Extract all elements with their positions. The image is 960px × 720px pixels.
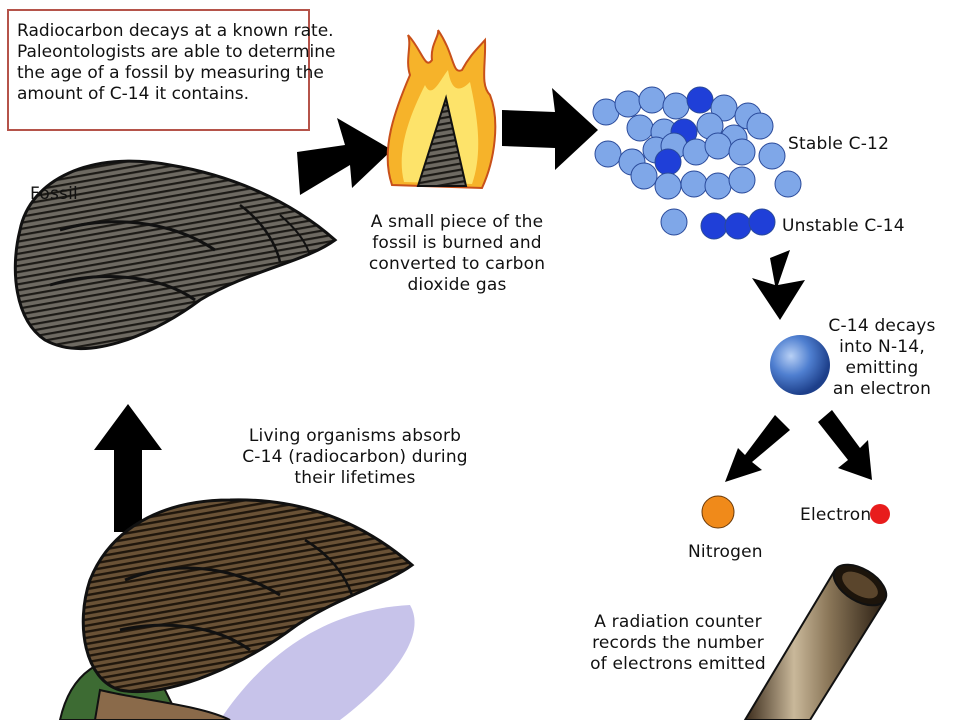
decay-line: emitting xyxy=(845,358,919,378)
c12-atom xyxy=(680,170,708,198)
radiation-counter-tube xyxy=(743,563,888,720)
c12-atom xyxy=(704,172,732,200)
c12-atom xyxy=(654,172,682,200)
c12-atom xyxy=(746,112,774,140)
fossil-shell-illustration xyxy=(13,159,338,350)
arrow-living-to-fossil xyxy=(94,404,162,532)
counter-line: records the number xyxy=(592,633,764,653)
c14-nucleus xyxy=(770,335,830,395)
c12-atom xyxy=(758,142,786,170)
c12-atom xyxy=(660,208,688,236)
c14-atom xyxy=(686,86,714,114)
intro-line: amount of C-14 it contains. xyxy=(17,84,249,104)
arrow-to-nitrogen xyxy=(725,415,790,482)
living-line: C-14 (radiocarbon) during xyxy=(242,447,468,467)
c12-atom xyxy=(630,162,658,190)
c12-atom xyxy=(774,170,802,198)
living-snail-illustration xyxy=(58,498,415,720)
burn-line: A small piece of the xyxy=(370,212,544,232)
electron-particle xyxy=(870,504,890,524)
arrow-to-electron xyxy=(818,410,872,480)
c12-atom xyxy=(728,138,756,166)
intro-line: Radiocarbon decays at a known rate. xyxy=(17,21,334,41)
unstable-c14-label: Unstable C-14 xyxy=(782,216,905,236)
c14-atom xyxy=(748,208,776,236)
carbon-atom-cluster xyxy=(592,86,802,240)
nitrogen-label: Nitrogen xyxy=(688,542,763,562)
c14-atom xyxy=(724,212,752,240)
stable-c12-label: Stable C-12 xyxy=(788,134,890,154)
decay-caption: C-14 decays into N-14, emitting an elect… xyxy=(822,316,942,400)
counter-line: of electrons emitted xyxy=(590,654,766,674)
intro-line: the age of a fossil by measuring the xyxy=(17,63,324,83)
nitrogen-atom xyxy=(701,495,735,529)
c14-atom xyxy=(700,212,728,240)
living-caption: Living organisms absorb C-14 (radiocarbo… xyxy=(235,426,475,489)
counter-line: A radiation counter xyxy=(594,612,762,632)
counter-caption: A radiation counter records the number o… xyxy=(578,612,778,675)
arrow-fire-to-atoms xyxy=(502,88,598,170)
c12-atom xyxy=(704,132,732,160)
intro-line: Paleontologists are able to determine xyxy=(17,42,336,62)
c12-atom xyxy=(594,140,622,168)
burn-line: fossil is burned and xyxy=(372,233,542,253)
living-line: their lifetimes xyxy=(294,468,416,488)
burn-line: dioxide gas xyxy=(407,275,507,295)
decay-line: C-14 decays xyxy=(828,316,936,336)
c12-atom xyxy=(626,114,654,142)
arrow-fossil-to-fire xyxy=(297,118,392,195)
c12-atom xyxy=(614,90,642,118)
c12-atom xyxy=(728,166,756,194)
c12-atom xyxy=(638,86,666,114)
decay-line: into N-14, xyxy=(839,337,925,357)
arrow-atoms-to-nucleus xyxy=(752,250,805,320)
fossil-label: Fossil xyxy=(30,184,78,204)
living-line: Living organisms absorb xyxy=(248,426,462,446)
burn-caption: A small piece of the fossil is burned an… xyxy=(362,212,552,296)
burn-line: converted to carbon xyxy=(368,254,546,274)
c12-atom xyxy=(710,94,738,122)
intro-text-box: Radiocarbon decays at a known rate. Pale… xyxy=(7,9,336,131)
c12-atom xyxy=(662,92,690,120)
electron-label: Electron xyxy=(800,505,872,525)
decay-line: an electron xyxy=(832,379,932,399)
c14-atom xyxy=(654,148,682,176)
burning-fossil-illustration xyxy=(386,29,497,190)
